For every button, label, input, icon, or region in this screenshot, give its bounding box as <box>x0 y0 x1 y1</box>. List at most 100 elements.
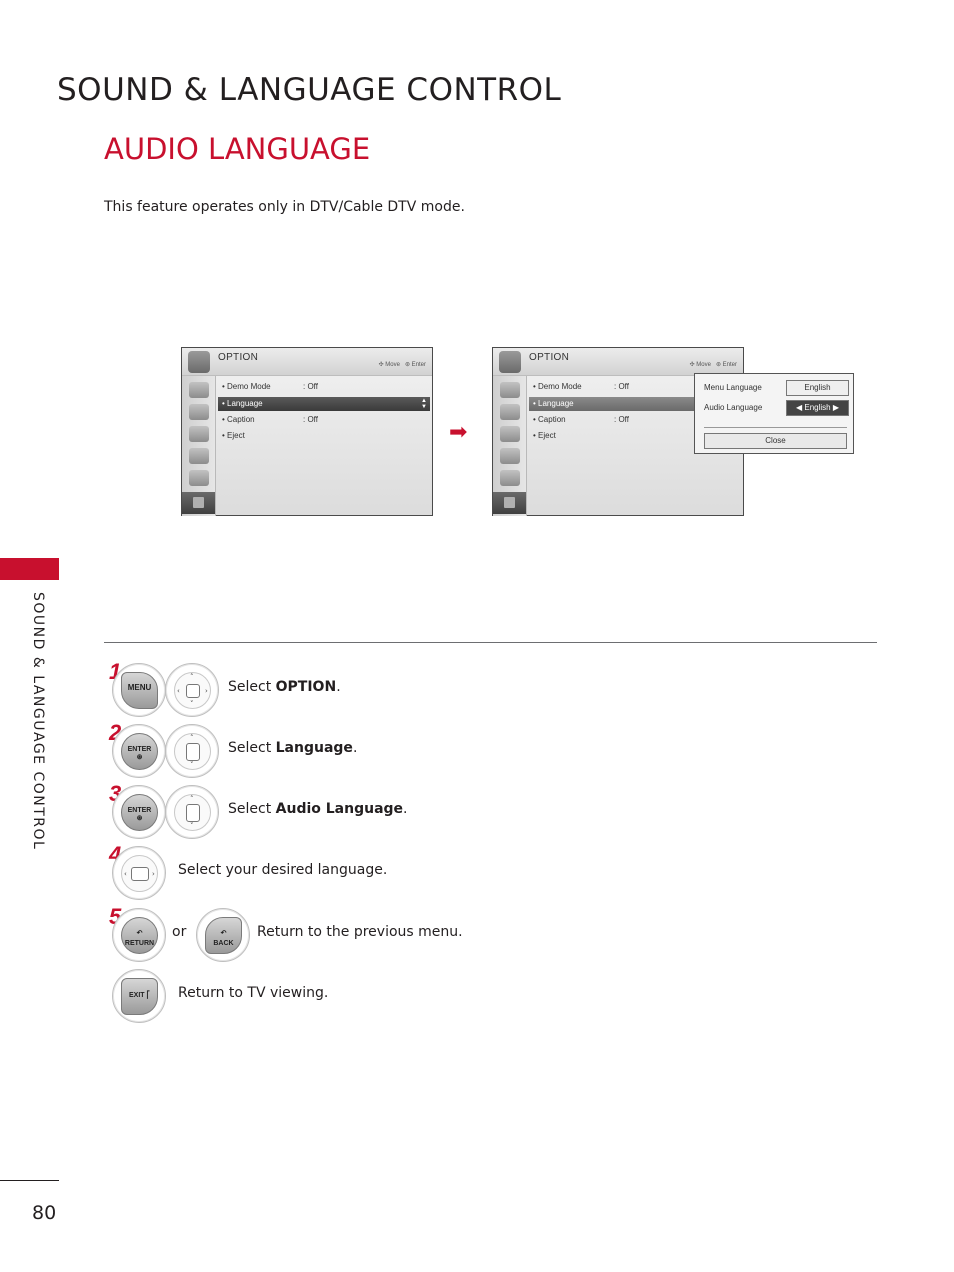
step-4-text: Select your desired language. <box>178 862 388 878</box>
time-category-icon <box>189 448 209 464</box>
audio-language-value: ◀ English ▶ <box>786 400 849 416</box>
page-header: SOUND & LANGUAGE CONTROL <box>57 72 562 108</box>
step-text-suffix: . <box>352 740 358 756</box>
menu-item-label: Language <box>538 399 574 408</box>
menu-key: MENU <box>121 672 158 709</box>
back-icon: ↶ <box>220 930 227 937</box>
intro-text: This feature operates only in DTV/Cable … <box>104 199 465 215</box>
step-text-prefix: Select <box>228 740 276 756</box>
menu-title: OPTION <box>529 352 570 363</box>
enter-button-illustration: ENTER⊛ <box>112 724 166 778</box>
menu-category-rail <box>493 376 527 516</box>
back-button-illustration: ↶ BACK <box>196 908 250 962</box>
side-tab-marker <box>0 558 59 580</box>
exit-icon: ⎡ <box>146 992 151 999</box>
step-text-bold: Audio Language <box>275 801 404 817</box>
menu-item-label: Demo Mode <box>227 382 271 391</box>
step-text-bold: OPTION <box>275 679 337 695</box>
setup-category-icon <box>189 426 209 442</box>
section-title: AUDIO LANGUAGE <box>104 132 371 166</box>
or-text: or <box>172 924 187 940</box>
hint-enter: Enter <box>411 362 426 368</box>
back-label: BACK <box>213 940 234 947</box>
side-section-label: SOUND & LANGUAGE CONTROL <box>30 592 46 851</box>
menu-item-label: Eject <box>538 431 556 440</box>
lock-category-icon <box>500 470 520 486</box>
audio-category-icon <box>500 404 520 420</box>
menu-item-demo-mode: • Demo Mode: Off <box>218 380 430 394</box>
exit-step-text: Return to TV viewing. <box>178 985 329 1001</box>
right-small-arrow-icon: ▶ <box>832 403 840 412</box>
toolbox-icon <box>188 351 210 373</box>
step-text-bold: Language <box>275 740 353 756</box>
menu-button-illustration: MENU <box>112 663 166 717</box>
enter-key: ENTER⊛ <box>121 733 158 770</box>
dpad-up-down-illustration: ˄ ˅ <box>165 785 219 839</box>
menu-item-value: : Off <box>614 415 629 424</box>
dpad-icon: ˄ ˅ ‹ › <box>174 672 211 709</box>
menu-item-demo-mode: • Demo Mode: Off <box>529 380 741 394</box>
menu-item-caption: • Caption: Off <box>529 413 741 427</box>
menu-hint: ✣ Move ⊛ Enter <box>690 361 737 368</box>
step-2-text: Select Language. <box>228 740 357 756</box>
menu-top-bar: OPTION ✣ Move ⊛ Enter <box>182 348 432 376</box>
menu-category-rail <box>182 376 216 516</box>
menu-item-label: Caption <box>538 415 566 424</box>
menu-item-language: • Language▲▼ <box>218 397 430 411</box>
step-1-text: Select OPTION. <box>228 679 341 695</box>
exit-label: EXIT <box>128 992 145 999</box>
picture-category-icon <box>189 382 209 398</box>
enter-key: ENTER⊛ <box>121 794 158 831</box>
option-category-icon <box>493 492 526 514</box>
footer-rule <box>0 1180 59 1181</box>
menu-item-value: : Off <box>614 382 629 391</box>
enter-icon: ⊛ <box>715 362 721 368</box>
menu-title: OPTION <box>218 352 259 363</box>
dpad-icon: ‹ › <box>121 855 158 892</box>
option-category-icon <box>182 492 215 514</box>
menu-item-label: Language <box>227 399 263 408</box>
section-divider <box>104 642 877 643</box>
menu-item-value: : Off <box>303 415 318 424</box>
menu-hint: ✣ Move ⊛ Enter <box>379 361 426 368</box>
dpad-left-right-illustration: ‹ › <box>112 846 166 900</box>
return-label: RETURN <box>124 940 155 947</box>
step-text-prefix: Select <box>228 801 276 817</box>
move-icon: ✣ <box>378 362 384 368</box>
up-down-icon: ▲▼ <box>421 398 427 410</box>
language-popup: Menu Language English Audio Language ◀ E… <box>694 373 854 454</box>
enter-icon: ⊛ <box>404 362 410 368</box>
lock-category-icon <box>189 470 209 486</box>
toolbox-icon <box>499 351 521 373</box>
right-arrow-icon: ➡ <box>449 420 468 445</box>
close-button: Close <box>704 433 847 449</box>
enter-label: ENTER <box>127 746 152 753</box>
menu-item-label: Demo Mode <box>538 382 582 391</box>
time-category-icon <box>500 448 520 464</box>
audio-category-icon <box>189 404 209 420</box>
exit-button-illustration: EXIT ⎡ <box>112 969 166 1023</box>
option-menu-screenshot: OPTION ✣ Move ⊛ Enter • Demo Mode: Off •… <box>181 347 433 516</box>
dpad-four-way-illustration: ˄ ˅ ‹ › <box>165 663 219 717</box>
hint-move: Move <box>696 362 711 368</box>
step-text-prefix: Select <box>228 679 276 695</box>
audio-language-text: English <box>804 403 831 412</box>
step-3-text: Select Audio Language. <box>228 801 408 817</box>
picture-category-icon <box>500 382 520 398</box>
left-arrow-icon: ◀ <box>795 403 803 412</box>
dpad-up-down-illustration: ˄ ˅ <box>165 724 219 778</box>
step-5-text: Return to the previous menu. <box>257 924 463 940</box>
menu-item-caption: • Caption: Off <box>218 413 430 427</box>
audio-language-label: Audio Language <box>704 403 763 412</box>
menu-item-language: • Language <box>529 397 741 411</box>
exit-key: EXIT ⎡ <box>121 978 158 1015</box>
menu-item-eject: • Eject <box>222 431 245 440</box>
menu-item-eject: • Eject <box>533 431 556 440</box>
step-text-suffix: . <box>403 801 408 817</box>
back-key: ↶ BACK <box>205 917 242 954</box>
enter-label: ENTER <box>127 807 152 814</box>
hint-move: Move <box>385 362 400 368</box>
step-text-suffix: . <box>336 679 341 695</box>
return-icon: ↶ <box>136 930 143 937</box>
menu-item-label: Eject <box>227 431 245 440</box>
